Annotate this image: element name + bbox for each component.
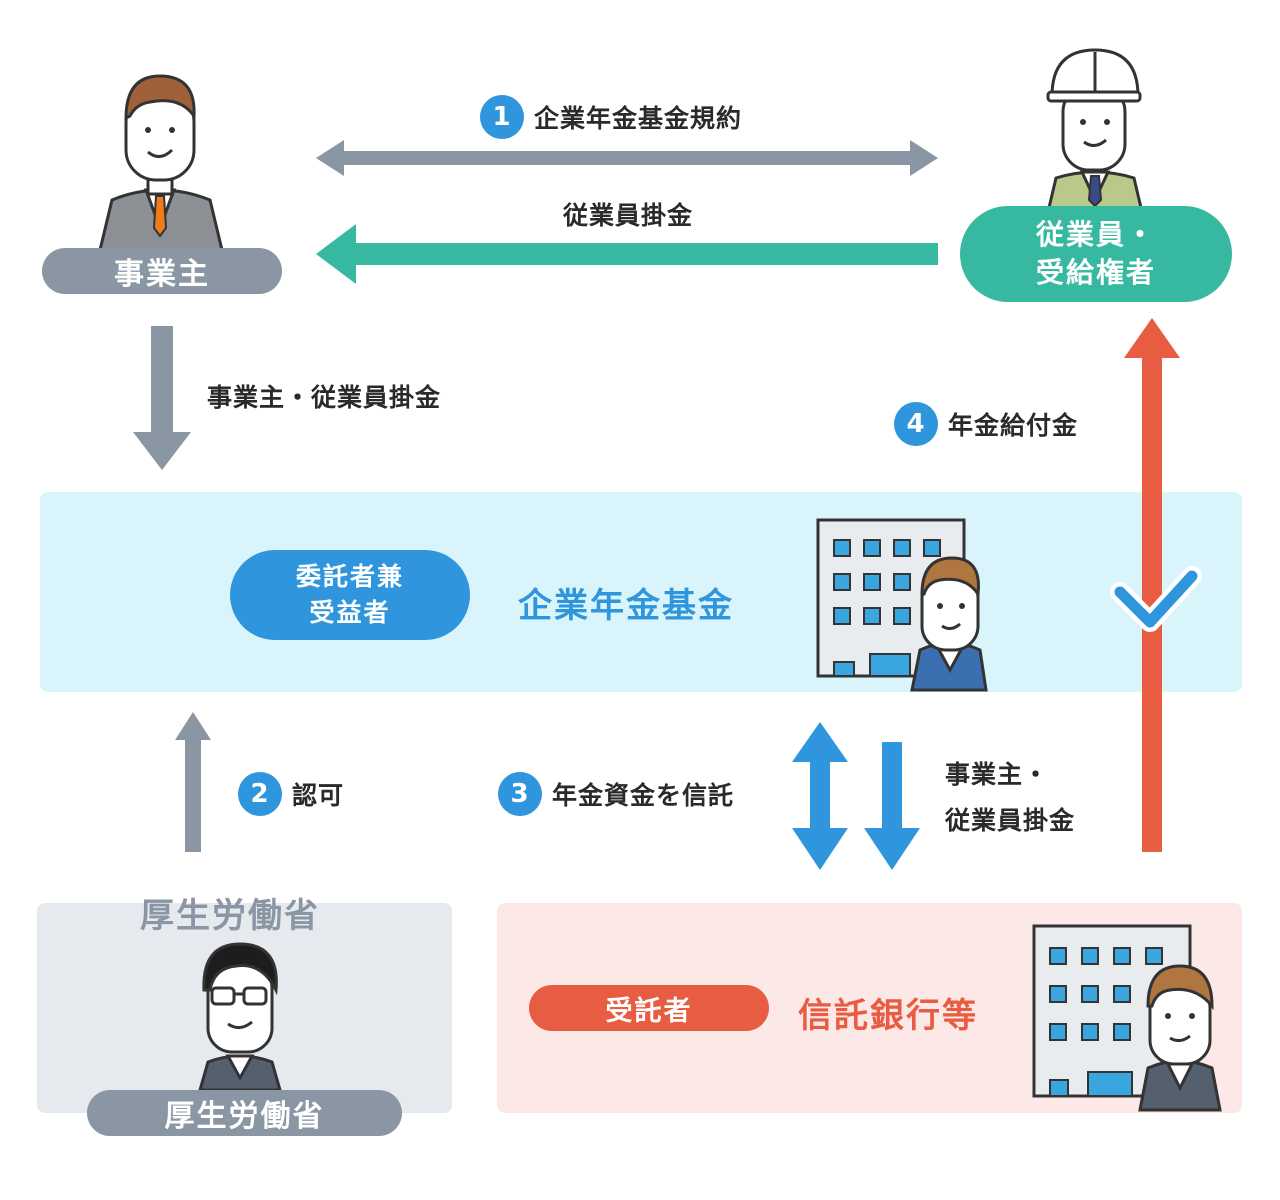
step2-label: 2 認可 (238, 772, 344, 816)
check-icon (1110, 566, 1202, 632)
trustee-name: 信託銀行等 (798, 996, 978, 1036)
employer-label: 事業主 (114, 257, 210, 292)
step1-label: 1 企業年金基金規約 (480, 95, 742, 139)
trustee-building-illustration (1032, 924, 1222, 1112)
trustee-role-tag: 受託者 (529, 985, 769, 1031)
employees-label-line1: 従業員・ (1035, 218, 1156, 251)
trust-double-arrow (792, 722, 848, 870)
trust-contribution-line2: 従業員掛金 (945, 806, 1076, 835)
trust-contribution-line1: 事業主・ (945, 760, 1050, 789)
step3-number: 3 (498, 772, 542, 816)
step1-text: 企業年金基金規約 (534, 104, 743, 133)
employer-employee-contribution-label: 事業主・従業員掛金 (207, 383, 442, 412)
ministry-title: 厚生労働省 (140, 896, 320, 936)
fund-role-line1: 委託者兼 (295, 562, 404, 591)
trust-contribution-label: 事業主・ 従業員掛金 (945, 752, 1075, 844)
trustee-role-label: 受託者 (605, 995, 693, 1027)
employee-contribution-label: 従業員掛金 (563, 201, 694, 230)
ministry-tag: 厚生労働省 (87, 1090, 402, 1136)
step4-label: 4 年金給付金 (894, 402, 1078, 446)
trust-contribution-arrow (864, 742, 920, 870)
agreement-double-arrow (316, 140, 938, 176)
employee-illustration (1046, 48, 1144, 214)
ministry-tag-label: 厚生労働省 (164, 1099, 325, 1134)
step1-number: 1 (480, 95, 524, 139)
employee-contribution-arrow (316, 224, 938, 284)
fund-role-line2: 受益者 (309, 598, 391, 627)
step4-number: 4 (894, 402, 938, 446)
employees-tag: 従業員・ 受給権者 (960, 206, 1232, 302)
contribution-down-arrow (133, 326, 191, 470)
employees-label-line2: 受給権者 (1035, 256, 1156, 289)
step2-number: 2 (238, 772, 282, 816)
fund-building-illustration (816, 518, 988, 692)
step4-text: 年金給付金 (948, 411, 1079, 440)
step3-text: 年金資金を信託 (552, 781, 735, 810)
ministry-official-illustration (198, 942, 282, 1092)
fund-role-tag: 委託者兼 受益者 (230, 550, 470, 640)
employer-illustration (98, 74, 224, 252)
step2-text: 認可 (292, 781, 345, 810)
employer-tag: 事業主 (42, 248, 282, 294)
approval-up-arrow (175, 712, 211, 852)
benefit-up-arrow (1124, 318, 1180, 852)
step3-label: 3 年金資金を信託 (498, 772, 734, 816)
pension-fund-name: 企業年金基金 (518, 586, 734, 626)
